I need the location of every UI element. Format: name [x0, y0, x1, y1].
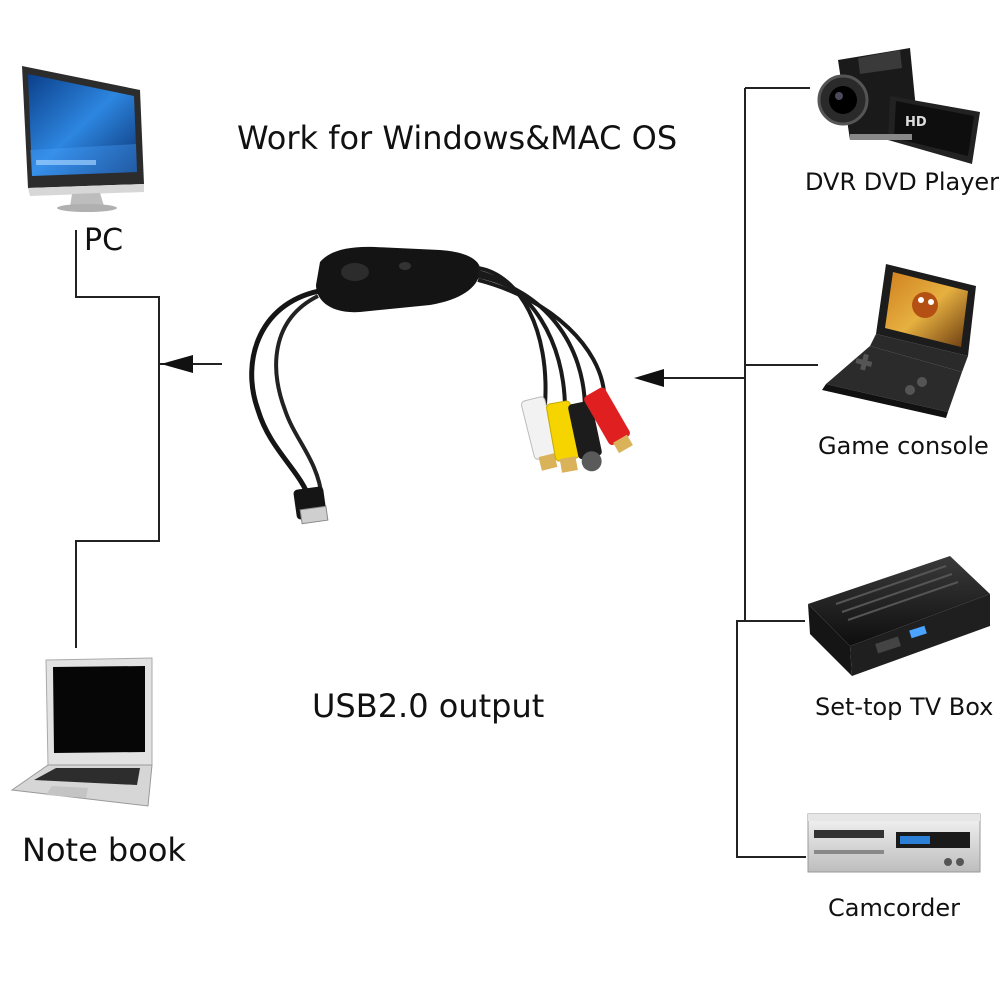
- dvr-dvd-player-label: DVR DVD Player: [805, 168, 1000, 196]
- usb-video-capture-cable-icon: [249, 246, 633, 525]
- set-top-box-label: Set-top TV Box: [815, 693, 994, 721]
- handheld-console-icon: [822, 264, 976, 418]
- output-label: USB2.0 output: [312, 687, 545, 725]
- right-arrow-icon: [634, 369, 664, 387]
- game-console-label: Game console: [818, 432, 989, 460]
- right-connector-lines: [640, 87, 818, 858]
- left-arrow-icon: [161, 355, 193, 373]
- svg-text:HD: HD: [905, 115, 927, 130]
- desktop-monitor-icon: [22, 66, 144, 212]
- left-connector-lines: [75, 230, 222, 648]
- camcorder-label: Camcorder: [828, 894, 961, 922]
- laptop-icon: [10, 657, 153, 807]
- set-top-box-icon: [808, 556, 990, 676]
- dvd-recorder-icon: [807, 813, 981, 873]
- video-camcorder-icon: HD: [817, 48, 980, 164]
- page-title: Work for Windows&MAC OS: [237, 119, 678, 157]
- pc-label: PC: [84, 223, 124, 258]
- notebook-label: Note book: [22, 831, 186, 869]
